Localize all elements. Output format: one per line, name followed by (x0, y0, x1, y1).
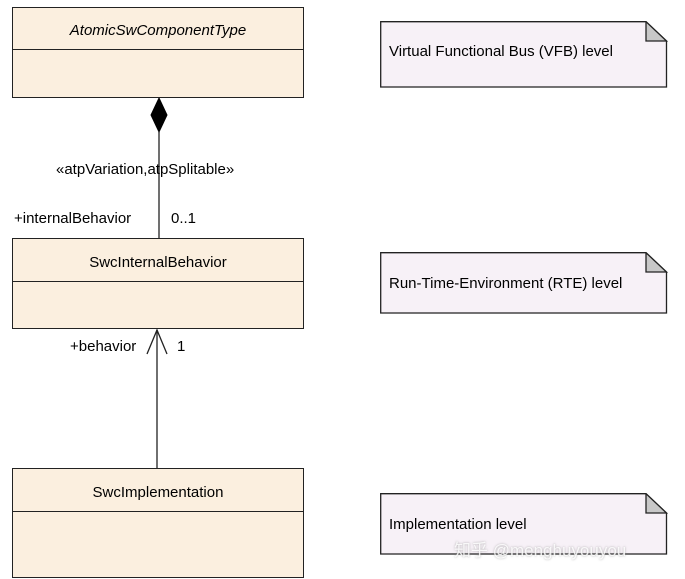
note-shape (380, 21, 668, 88)
class-swc-internal-behavior[interactable]: SwcInternalBehavior (12, 238, 304, 329)
note-rte-level[interactable]: Run-Time-Environment (RTE) level (380, 252, 668, 314)
role-label-behavior: +behavior (70, 338, 137, 355)
role-label-internal-behavior: +internalBehavior (14, 210, 132, 227)
compartment-divider (13, 281, 303, 282)
stereotype-label: «atpVariation,atpSplitable» (56, 161, 235, 178)
multiplicity-label: 0..1 (171, 210, 197, 227)
note-text: Implementation level (389, 516, 527, 533)
open-arrowhead-icon (146, 328, 168, 355)
note-shape (380, 252, 668, 314)
class-name: AtomicSwComponentType (69, 22, 247, 39)
multiplicity-label: 1 (177, 338, 186, 355)
compartment-divider (13, 49, 303, 50)
class-name: SwcImplementation (92, 484, 224, 501)
compartment-divider (13, 511, 303, 512)
composition-diamond-icon (150, 96, 168, 134)
class-atomic-sw-component-type[interactable]: AtomicSwComponentType (12, 7, 304, 98)
note-vfb-level[interactable]: Virtual Functional Bus (VFB) level (380, 21, 668, 88)
note-shape (380, 493, 668, 555)
note-text: Virtual Functional Bus (VFB) level (389, 43, 613, 60)
note-implementation-level[interactable]: Implementation level (380, 493, 668, 555)
class-name: SwcInternalBehavior (89, 254, 227, 271)
class-swc-implementation[interactable]: SwcImplementation (12, 468, 304, 578)
note-text: Run-Time-Environment (RTE) level (389, 275, 623, 292)
watermark: 知乎 @menghuyouyou (454, 541, 627, 560)
